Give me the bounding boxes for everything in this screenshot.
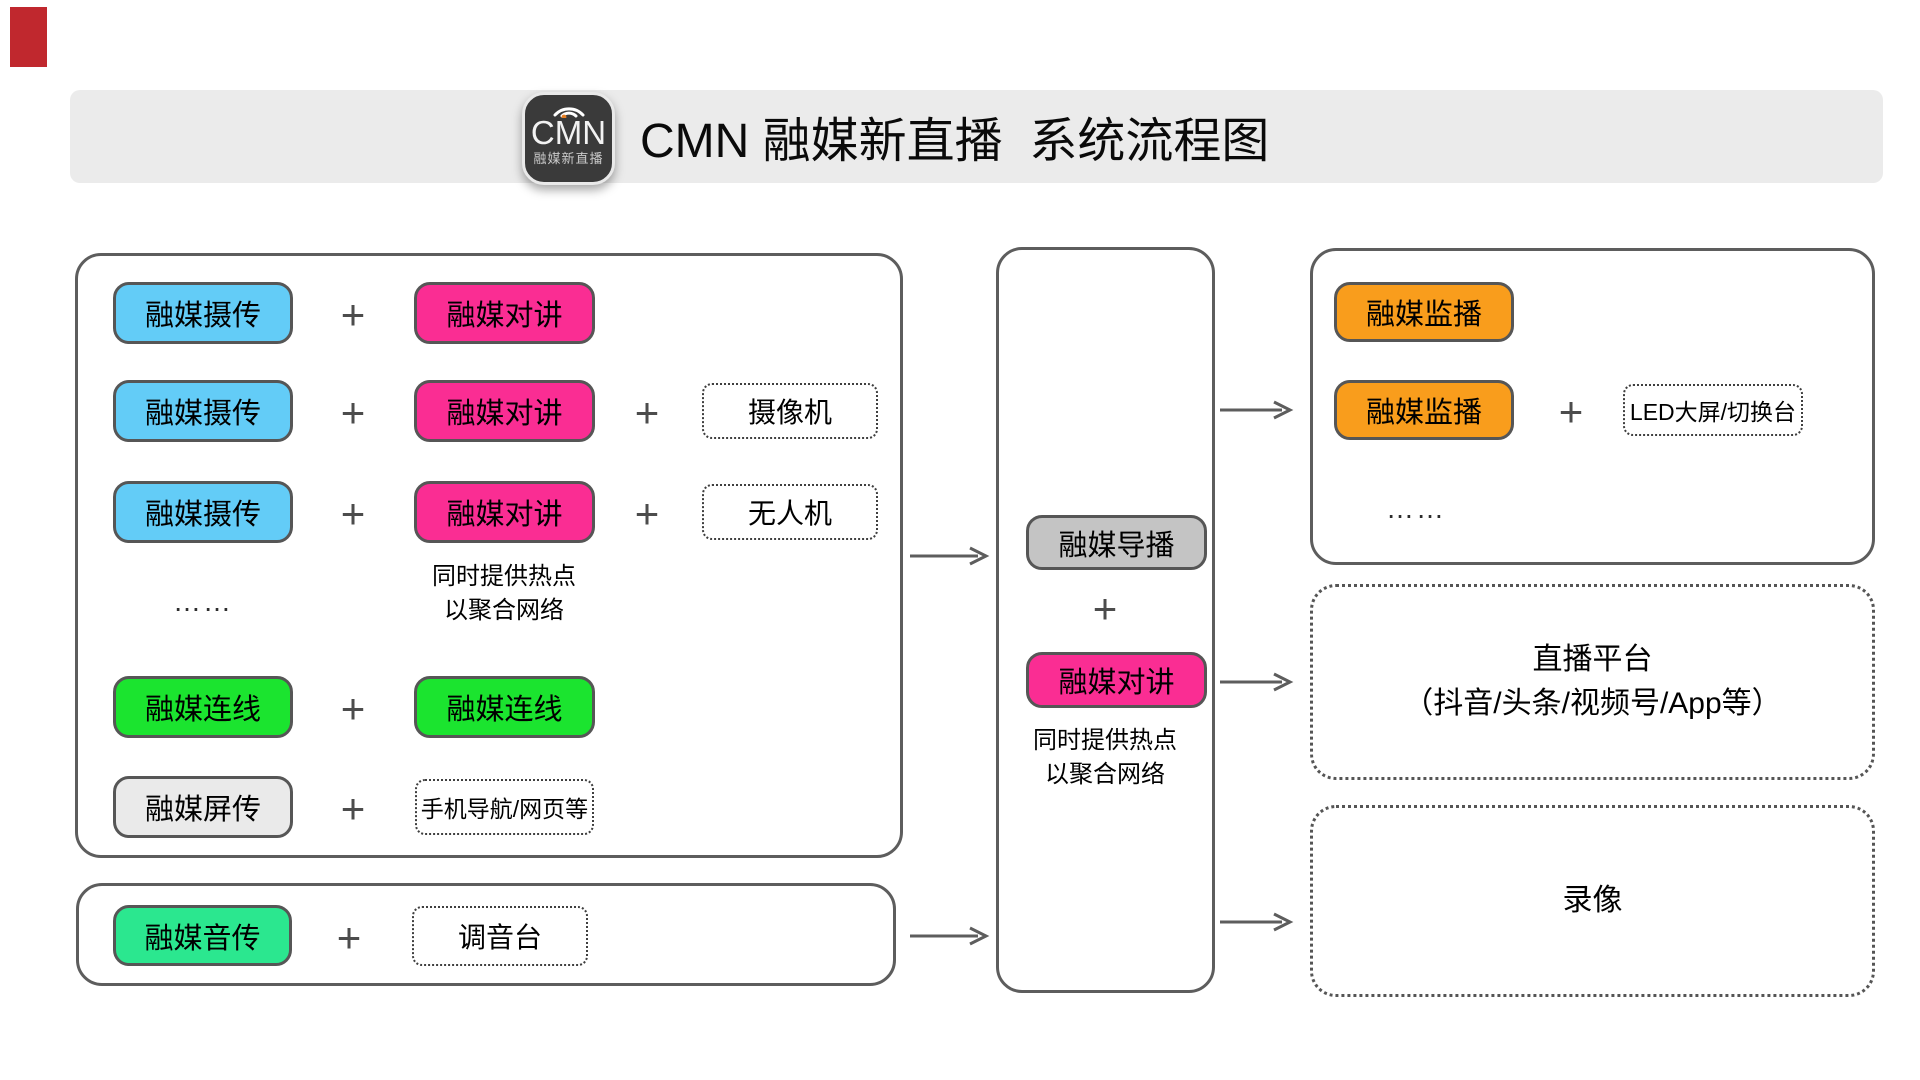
logo-text: CMN [530,114,607,151]
pill-screencast: 融媒屏传 [113,776,293,838]
page-title: CMN 融媒新直播 系统流程图 [640,115,1270,168]
pill-intercom-1: 融媒对讲 [414,282,595,344]
ellipsis: …… [173,586,233,617]
logo-subtext: 融媒新直播 [533,151,604,166]
pill-director: 融媒导播 [1026,515,1207,570]
plus-sign: + [340,490,366,537]
pill-link-2: 融媒连线 [414,676,595,738]
director-panel [996,247,1215,993]
flow-arrow-director-to-monitor [1220,400,1294,420]
dotbox-led-switcher: LED大屏/切换台 [1623,384,1803,436]
plus-sign: + [1558,388,1584,435]
pill-capture-3: 融媒摄传 [113,481,293,543]
dotbox-drone: 无人机 [702,484,878,540]
flow-arrow-audio-to-director [910,926,990,946]
flow-arrow-director-to-platform [1220,672,1294,692]
platform-line2: （抖音/头条/视频号/App等） [1403,687,1782,720]
hotspot-caption-center: 同时提供热点 以聚合网络 [1033,724,1177,792]
pill-intercom-2: 融媒对讲 [414,380,595,442]
pill-audio: 融媒音传 [113,905,292,966]
flow-arrow-director-to-record [1220,912,1294,932]
wifi-icon [553,107,584,118]
dotbox-camera: 摄像机 [702,383,878,439]
ellipsis: …… [1386,493,1446,524]
pill-intercom-3: 融媒对讲 [414,481,595,543]
caption-line2: 以聚合网络 [1045,761,1165,788]
plus-sign: + [336,914,362,961]
pill-link-1: 融媒连线 [113,676,293,738]
plus-sign: + [340,685,366,732]
record-label: 录像 [1562,884,1623,917]
title-banner [70,90,1883,183]
caption-line1: 同时提供热点 [1033,727,1177,754]
flow-arrow-sources-to-director [910,546,990,566]
caption-line2: 以聚合网络 [444,597,564,624]
hotspot-caption-left: 同时提供热点 以聚合网络 [432,560,576,628]
plus-sign: + [340,785,366,832]
plus-sign: + [1092,585,1118,632]
plus-sign: + [340,291,366,338]
plus-sign: + [634,389,660,436]
cmn-app-logo: CMN 融媒新直播 [522,92,615,185]
plus-sign: + [340,389,366,436]
platform-panel: 直播平台 （抖音/头条/视频号/App等） [1310,584,1875,780]
caption-line1: 同时提供热点 [432,563,576,590]
pill-monitor-1: 融媒监播 [1334,282,1514,342]
screen-marker [10,7,47,67]
dotbox-phone-nav: 手机导航/网页等 [415,779,594,835]
dotbox-mixer: 调音台 [412,906,588,966]
pill-monitor-2: 融媒监播 [1334,380,1514,440]
record-panel: 录像 [1310,805,1875,997]
pill-intercom-center: 融媒对讲 [1026,652,1207,708]
plus-sign: + [634,490,660,537]
platform-line1: 直播平台 [1532,643,1653,676]
pill-capture-2: 融媒摄传 [113,380,293,442]
pill-capture-1: 融媒摄传 [113,282,293,344]
sources-panel [75,253,903,858]
